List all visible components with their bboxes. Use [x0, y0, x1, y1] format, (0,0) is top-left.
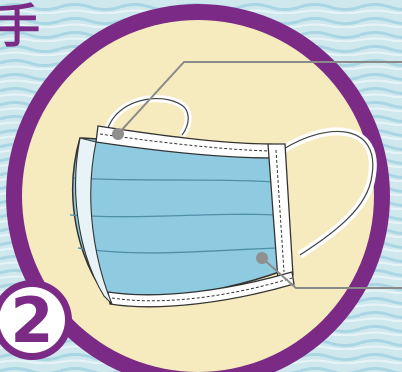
- callout-dot-ear-loop: [256, 252, 268, 264]
- heading-char: 手: [0, 0, 40, 53]
- callout-dot-nose-wire: [112, 128, 124, 140]
- step-number: 2: [10, 284, 53, 357]
- mask-body: [73, 138, 285, 298]
